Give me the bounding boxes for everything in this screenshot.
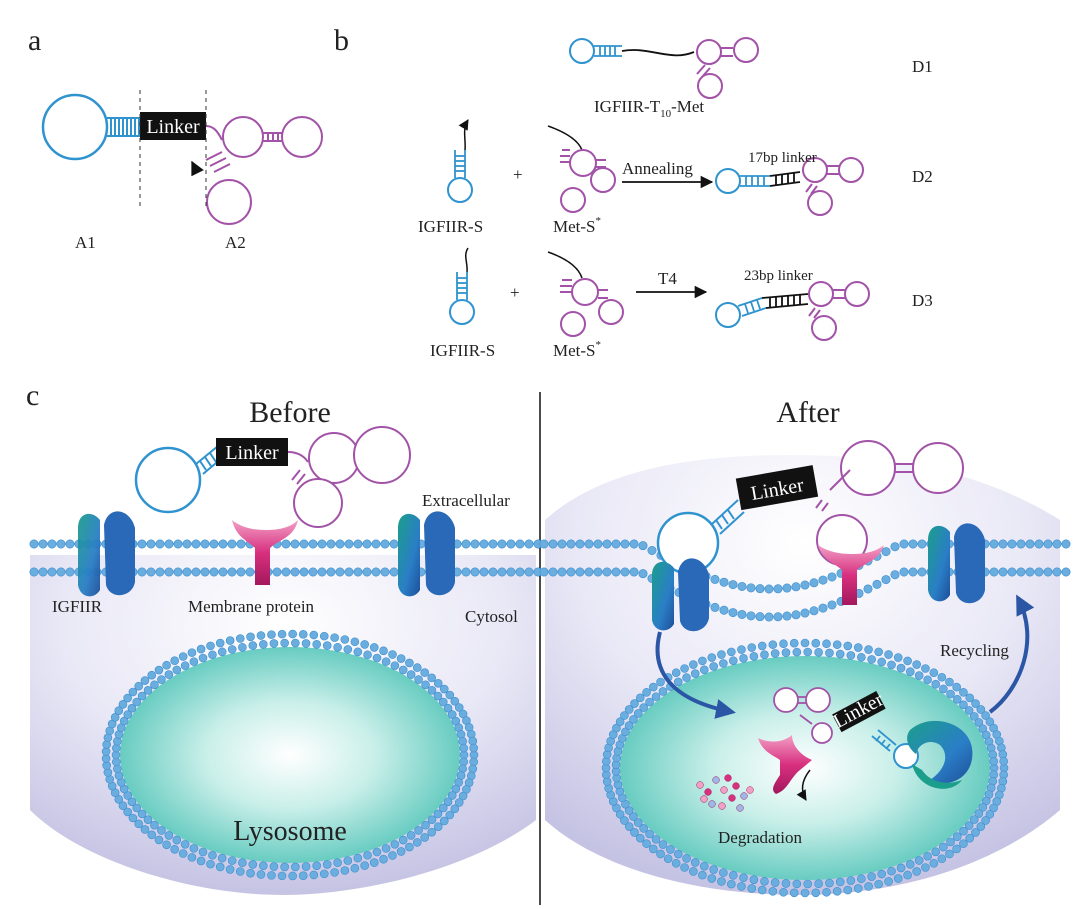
d3-linker-label: 23bp linker [744, 268, 813, 284]
d3-igfiir-s [449, 247, 475, 325]
d2-product [715, 157, 864, 216]
met-aptamer [191, 116, 323, 225]
d2-linker-label: 17bp linker [748, 150, 817, 166]
label-a2: A2 [225, 233, 246, 252]
degrading-protein [758, 735, 812, 794]
linker-box [140, 112, 206, 140]
receptor-in-lysosome [907, 720, 973, 784]
membrane-protein-after [818, 545, 884, 605]
d1-t10-linker [621, 49, 695, 57]
aptamer-before: Linker [134, 426, 411, 528]
cytosol-label: Cytosol [465, 607, 518, 626]
d3-met-s [547, 251, 624, 337]
panel-a-label: a [28, 24, 41, 57]
d3-arrow-label: T4 [658, 269, 677, 288]
after-title: After [776, 396, 839, 429]
d1-construct [569, 37, 759, 99]
linker-box-after [735, 465, 819, 511]
d2-met-s [547, 125, 616, 213]
membrane-protein-left [232, 520, 298, 585]
d3-igfiir-s-label: IGFIIR-S [430, 341, 495, 360]
panel-b-label: b [334, 24, 349, 57]
recycling-arrow [988, 594, 1035, 714]
d3-product [715, 281, 870, 341]
igfiir-aptamer-loop [41, 93, 109, 161]
recycling-label: Recycling [940, 641, 1009, 660]
degradation-arrow [796, 769, 811, 801]
d2-met-s-label: Met-S* [553, 215, 601, 236]
lysosome-before [101, 629, 479, 881]
igfiir-receptor-bound [652, 558, 709, 632]
igfiir-receptor-after-right [928, 523, 985, 604]
igfiir-receptor-left [78, 511, 135, 597]
linker-label-before: Linker [225, 442, 279, 464]
membrane-protein-label: Membrane protein [188, 597, 315, 616]
d3-met-s-label: Met-S* [553, 339, 601, 360]
igfiir-receptor-right-before [398, 511, 455, 597]
d2-arrow-label: Annealing [622, 159, 693, 178]
bispecific-aptamer-a: Linker [41, 90, 323, 225]
linker-label: Linker [146, 116, 200, 138]
label-a1: A1 [75, 233, 96, 252]
d1-name: IGFIIR-T10-Met [594, 97, 704, 120]
degradation-label: Degradation [718, 828, 803, 847]
panel-c-label: c [26, 379, 39, 412]
degradation-fragments [696, 774, 754, 812]
igfiir-label: IGFIIR [52, 597, 103, 616]
d2-igfiir-s [447, 119, 473, 203]
d3-plus: + [510, 283, 520, 302]
extracellular-label: Extracellular [422, 491, 510, 510]
d1-tag: D1 [912, 57, 933, 76]
igfiir-aptamer-stem [107, 117, 142, 137]
lysosome-after [601, 638, 1009, 898]
linker-box-before [216, 438, 288, 466]
d3-tag: D3 [912, 291, 933, 310]
d2-tag: D2 [912, 167, 933, 186]
lysosome-label: Lysosome [233, 816, 347, 847]
linker-box-lyso [832, 690, 886, 733]
internalization-arrow [655, 631, 736, 719]
before-title: Before [249, 396, 331, 429]
d2-plus: + [513, 165, 523, 184]
d2-igfiir-s-label: IGFIIR-S [418, 217, 483, 236]
